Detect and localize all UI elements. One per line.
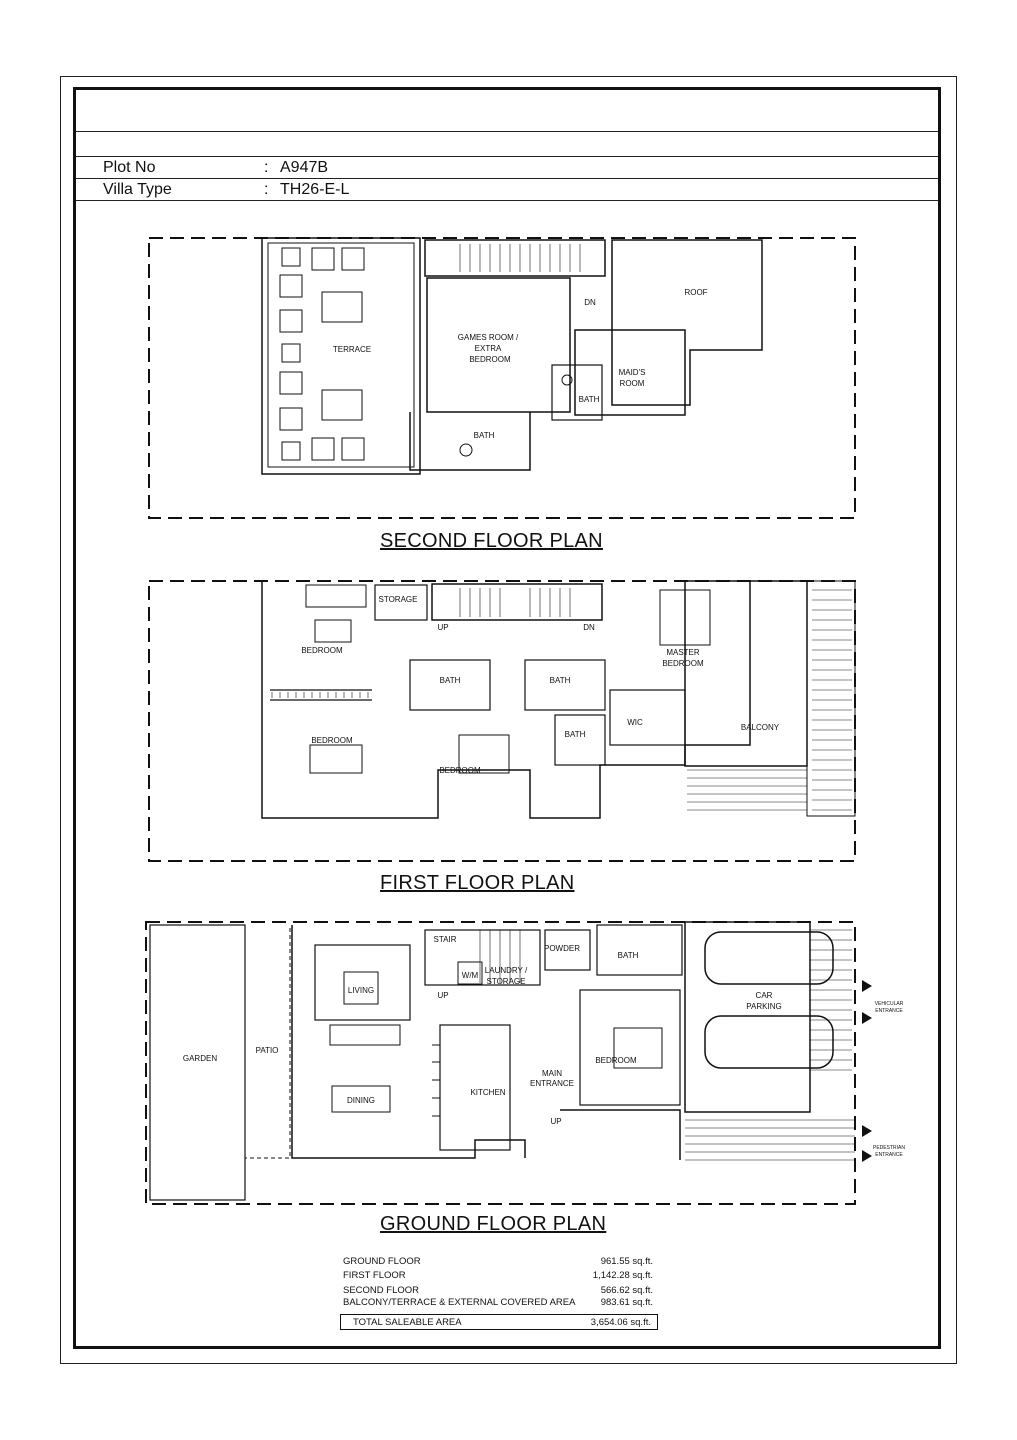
area-row-label: FIRST FLOOR — [343, 1270, 406, 1281]
first-floor-stair — [431, 583, 603, 621]
bedroom-3-label: BEDROOM — [439, 766, 481, 775]
washing-machine-label: W/M — [462, 971, 479, 980]
pedestrian-entrance-label-1: PEDESTRIAN — [873, 1145, 905, 1151]
car-2 — [704, 1015, 834, 1069]
pedestrian-entrance-label-2: ENTRANCE — [875, 1152, 903, 1158]
area-row: GROUND FLOOR 961.55 sq.ft. — [343, 1256, 653, 1268]
second-floor-stair — [424, 239, 606, 277]
roof-label: ROOF — [684, 288, 707, 297]
title-block-line — [76, 131, 938, 132]
plot-no-colon: : — [264, 159, 269, 176]
ground-floor-stair — [424, 929, 541, 986]
maids-room-outline — [574, 329, 686, 416]
games-room-outline — [426, 277, 571, 413]
games-room-label-1: GAMES ROOM / — [458, 333, 519, 342]
terrace-furniture — [279, 247, 365, 461]
ground-bedroom-label: BEDROOM — [595, 1056, 637, 1065]
first-floor-outline — [261, 581, 751, 819]
second-floor-dn-label: DN — [584, 298, 596, 307]
maids-room-label-2: ROOM — [620, 379, 645, 388]
main-entrance-label-2: ENTRANCE — [530, 1079, 574, 1088]
terrace-label: TERRACE — [333, 345, 371, 354]
entrance-arrow-icon — [862, 980, 872, 1162]
ground-bath-label: BATH — [618, 951, 639, 960]
vehicular-entrance-label-2: ENTRANCE — [875, 1008, 903, 1014]
villa-type-value: TH26-E-L — [280, 181, 350, 198]
plot-no-value: A947B — [280, 159, 329, 176]
garden-outline — [149, 924, 246, 1201]
games-room-label-3: BEDROOM — [469, 355, 511, 364]
area-row-label: BALCONY/TERRACE & EXTERNAL COVERED AREA — [343, 1297, 576, 1308]
sheet-inner-border — [73, 87, 941, 1349]
ground-up-label-1: UP — [437, 991, 448, 1000]
kitchen-label: KITCHEN — [470, 1088, 505, 1097]
villa-type-colon: : — [264, 181, 269, 198]
patio-label: PATIO — [256, 1046, 279, 1055]
area-row-label: GROUND FLOOR — [343, 1256, 421, 1267]
area-row: SECOND FLOOR 566.62 sq.ft. — [343, 1285, 653, 1297]
first-floor-boundary — [148, 580, 856, 862]
storage-label: STORAGE — [379, 595, 418, 604]
laundry-label-1: LAUNDRY / — [485, 966, 528, 975]
area-row: BALCONY/TERRACE & EXTERNAL COVERED AREA … — [343, 1297, 653, 1309]
living-label: LIVING — [348, 986, 374, 995]
wic-label: WIC — [627, 718, 643, 727]
area-row: FIRST FLOOR 1,142.28 sq.ft. — [343, 1270, 653, 1282]
ground-bedroom-outline — [579, 989, 681, 1106]
area-row-value: 961.55 sq.ft. — [600, 1256, 653, 1267]
car-parking-label-1: CAR — [756, 991, 773, 1000]
area-row-value: 983.61 sq.ft. — [600, 1297, 653, 1308]
bath-1-label: BATH — [440, 676, 461, 685]
second-floor-plan-title: SECOND FLOOR PLAN — [380, 530, 603, 552]
area-row-value: 1,142.28 sq.ft. — [592, 1270, 653, 1281]
second-floor-plan: TERRACE GAMES ROOM / EXTRA BEDROOM ROOF … — [148, 237, 856, 519]
dining-label: DINING — [347, 1096, 375, 1105]
laundry-label-2: STORAGE — [487, 977, 526, 986]
car-parking-label-2: PARKING — [746, 1002, 781, 1011]
master-bedroom-label-2: BEDROOM — [662, 659, 704, 668]
sheet-outer-border — [60, 76, 957, 1364]
bath-2-label: BATH — [550, 676, 571, 685]
first-floor-plan: BEDROOM STORAGE UP DN MASTER BEDROOM BAT… — [148, 580, 856, 862]
balcony-label: BALCONY — [741, 723, 780, 732]
vehicular-entrance-label-1: VEHICULAR — [875, 1001, 904, 1007]
villa-type-label: Villa Type — [103, 181, 172, 198]
car-1 — [704, 931, 834, 985]
main-entrance-label-1: MAIN — [542, 1069, 562, 1078]
ground-floor-plan-title: GROUND FLOOR PLAN — [380, 1213, 607, 1235]
roof-outline — [611, 239, 763, 406]
area-row-label: SECOND FLOOR — [343, 1285, 420, 1296]
title-block-line — [76, 200, 938, 201]
games-bath-label: BATH — [474, 431, 495, 440]
bedroom-2-label: BEDROOM — [311, 736, 353, 745]
first-floor-plan-title: FIRST FLOOR PLAN — [380, 872, 575, 894]
first-floor-up-label: UP — [437, 623, 448, 632]
bath-3-label: BATH — [565, 730, 586, 739]
balcony-outline — [684, 580, 808, 767]
first-floor-dn-label: DN — [583, 623, 595, 632]
area-row-value: 566.62 sq.ft. — [600, 1285, 653, 1296]
total-area-value: 3,654.06 sq.ft. — [590, 1317, 651, 1328]
total-area-label: TOTAL SALEABLE AREA — [353, 1317, 462, 1328]
terrace-outline — [261, 237, 421, 475]
bedroom-1-label: BEDROOM — [301, 646, 343, 655]
kitchen-outline — [439, 1024, 511, 1151]
second-floor-boundary — [148, 237, 856, 519]
maids-room-label-1: MAID'S — [619, 368, 646, 377]
maid-bath-label: BATH — [579, 395, 600, 404]
powder-label: POWDER — [544, 944, 580, 953]
car-parking-outline — [684, 921, 811, 1113]
garden-label: GARDEN — [183, 1054, 217, 1063]
games-room-label-2: EXTRA — [475, 344, 502, 353]
total-saleable-area: TOTAL SALEABLE AREA 3,654.06 sq.ft. — [340, 1314, 658, 1330]
ground-floor-plan: STAIR POWDER BATH LIVING W/M LAUNDRY / S… — [145, 921, 905, 1205]
master-bedroom-label-1: MASTER — [666, 648, 700, 657]
plot-no-label: Plot No — [103, 159, 156, 176]
ground-floor-boundary — [145, 921, 856, 1205]
title-block-line — [76, 178, 938, 179]
stair-label: STAIR — [434, 935, 457, 944]
title-block-line — [76, 156, 938, 157]
ground-up-label-2: UP — [550, 1117, 561, 1126]
